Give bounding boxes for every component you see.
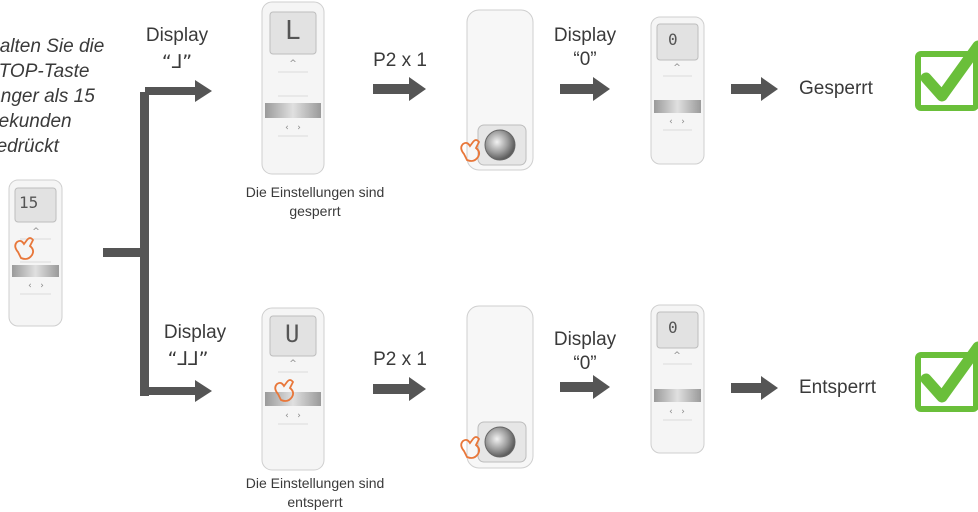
bottom-action-label: P2 x 1 — [373, 349, 427, 370]
svg-text:‹ ›: ‹ › — [669, 117, 685, 127]
lcd-zero-bottom: 0 — [668, 318, 678, 337]
svg-text:^: ^ — [289, 359, 297, 369]
arrow-icon — [373, 77, 426, 401]
svg-text:‹ ›: ‹ › — [285, 123, 301, 133]
remote-display-zero-bottom: ^ ‹ › — [650, 304, 705, 454]
top-caption: Die Einstellungen sind gesperrt — [245, 184, 385, 219]
hand-pointer-icon — [460, 436, 481, 459]
lcd-start-text: 15 — [19, 193, 39, 212]
svg-text:‹ ›: ‹ › — [669, 407, 685, 417]
instruction-text: Halten Sie die STOP-Taste länger als 15 … — [0, 36, 105, 157]
bottom-display-symbol: “⅃⅃” — [167, 348, 209, 370]
hand-pointer-icon — [460, 139, 481, 162]
top-display2-label: Display — [553, 25, 617, 46]
hand-pointer-icon — [274, 379, 295, 402]
top-display2-value: “0” — [573, 49, 597, 70]
branch-connector — [103, 80, 212, 402]
lcd-top-char: L — [285, 16, 301, 46]
start-remote: ^ ‹ › — [8, 179, 63, 327]
arrow-icon — [560, 77, 610, 399]
result-unlocked: Entsperrt — [799, 377, 877, 398]
remote-top-lock: ^ ‹ › — [261, 1, 325, 175]
svg-text:‹ ›: ‹ › — [285, 411, 301, 421]
top-display-symbol: “⅃” — [161, 51, 193, 73]
remote-back-top — [466, 9, 534, 171]
top-display-label: Display — [145, 25, 209, 46]
top-action-label: P2 x 1 — [373, 50, 427, 71]
bottom-display2-value: “0” — [573, 353, 597, 374]
result-locked: Gesperrt — [799, 78, 873, 99]
bottom-display-label: Display — [163, 322, 227, 343]
svg-text:^: ^ — [289, 59, 297, 69]
bottom-caption: Die Einstellungen sind entsperrt — [245, 475, 385, 510]
remote-back-bottom — [466, 305, 534, 469]
checkmark-icon — [915, 40, 978, 111]
lcd-bottom-char: U — [285, 320, 300, 348]
svg-text:‹ ›: ‹ › — [28, 281, 44, 291]
arrow-icon — [731, 77, 778, 400]
bottom-display2-label: Display — [553, 329, 617, 350]
svg-text:^: ^ — [32, 227, 40, 237]
lcd-zero-top: 0 — [668, 30, 678, 49]
checkmark-icon — [915, 341, 978, 412]
svg-text:^: ^ — [673, 63, 681, 73]
hand-pointer-icon — [14, 237, 35, 260]
remote-bottom-unlock: ^ ‹ › — [261, 307, 325, 471]
svg-text:^: ^ — [673, 351, 681, 361]
remote-display-zero-top: ^ ‹ › — [650, 16, 705, 165]
